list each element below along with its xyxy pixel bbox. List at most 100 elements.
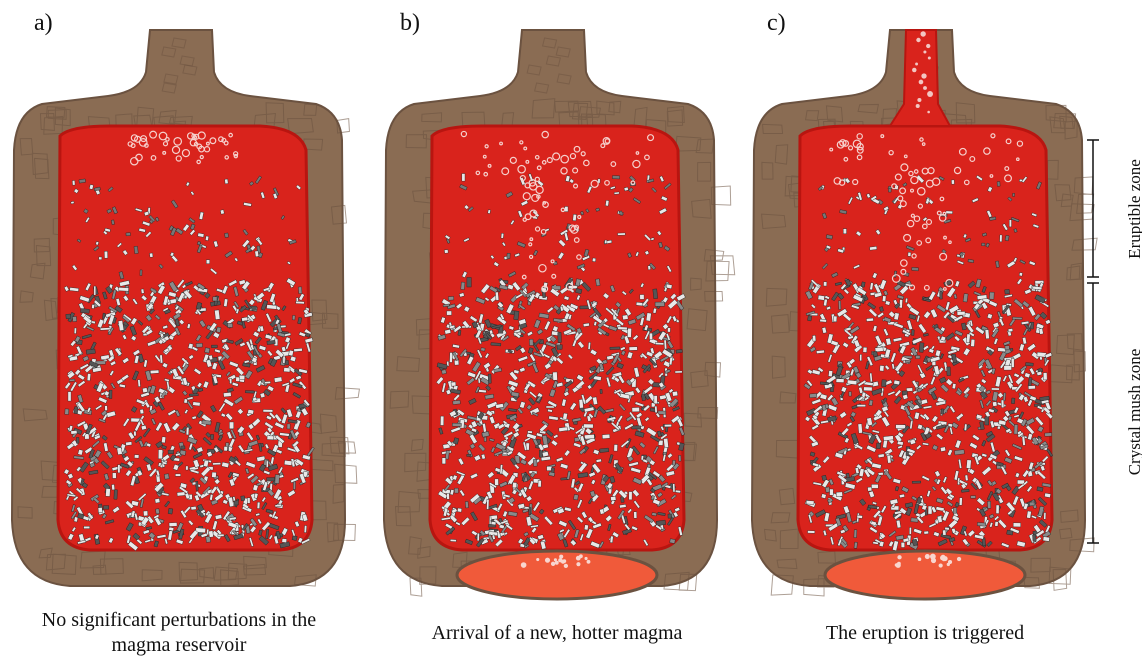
- crystal: [1005, 289, 1010, 294]
- crystal: [481, 348, 485, 352]
- crystal: [584, 434, 594, 439]
- crystal: [92, 304, 95, 308]
- crystal: [161, 437, 165, 443]
- crystal: [894, 380, 900, 385]
- crystal: [653, 289, 658, 299]
- panel-c-label: c): [767, 10, 786, 37]
- crystal: [553, 372, 558, 380]
- bubble: [948, 560, 952, 564]
- crystal: [654, 396, 657, 404]
- crystal: [592, 258, 596, 262]
- crystal: [155, 498, 160, 503]
- crystal: [163, 462, 167, 465]
- crystal: [965, 475, 968, 481]
- crystal: [141, 289, 144, 294]
- crystal: [275, 475, 280, 484]
- crystal: [991, 388, 999, 390]
- panel-a-caption-line-2: magma reservoir: [0, 633, 358, 658]
- crystal: [234, 501, 238, 505]
- crystal: [68, 392, 71, 401]
- crystal: [1019, 272, 1023, 276]
- crystal: [664, 424, 671, 427]
- crystal: [663, 438, 668, 448]
- crystal: [1037, 487, 1043, 492]
- conduit-bubble: [923, 50, 926, 53]
- crystal: [995, 521, 999, 526]
- crystal: [267, 340, 275, 344]
- crystal: [1001, 400, 1004, 408]
- crystal: [655, 342, 663, 345]
- bubble: [545, 558, 550, 563]
- crystal: [1013, 193, 1015, 196]
- crystal: [888, 189, 891, 192]
- crystal: [293, 482, 295, 490]
- crystal: [818, 295, 825, 300]
- crystal: [87, 373, 91, 380]
- crystal: [924, 531, 929, 534]
- crystal: [495, 479, 499, 486]
- crystal: [488, 210, 491, 214]
- crystal: [440, 416, 443, 425]
- crystal: [209, 355, 213, 360]
- crystal: [72, 316, 76, 321]
- crystal: [858, 424, 863, 434]
- crystal: [634, 512, 637, 519]
- crystal: [673, 484, 675, 492]
- crystal: [105, 406, 108, 411]
- crystal: [989, 292, 994, 299]
- crystal: [184, 399, 188, 404]
- crystal: [134, 431, 137, 436]
- crystal: [676, 349, 682, 353]
- crystal: [529, 507, 531, 514]
- crystal: [225, 179, 229, 184]
- crystal: [245, 390, 254, 393]
- crystal: [943, 530, 947, 535]
- new-magma-pocket: [825, 551, 1025, 599]
- crystal: [672, 391, 678, 396]
- crystal: [265, 381, 271, 383]
- crystal: [1026, 362, 1034, 366]
- crystal: [266, 461, 268, 468]
- panel-a-caption: No significant perturbations in the magm…: [0, 608, 358, 658]
- crystal: [614, 192, 619, 195]
- crystal: [252, 306, 257, 311]
- conduit-bubble: [923, 86, 927, 90]
- crystal-mush-zone-label: Crystal mush zone: [1125, 322, 1142, 502]
- crystal: [1044, 493, 1050, 498]
- crystal: [241, 496, 245, 501]
- crystal: [84, 526, 90, 528]
- crystal: [94, 286, 96, 295]
- crystal: [1004, 366, 1012, 371]
- crystal: [573, 494, 578, 500]
- crystal: [610, 496, 616, 501]
- crystal: [106, 488, 111, 496]
- crystal: [882, 296, 886, 302]
- crystal: [863, 347, 867, 352]
- crystal: [996, 261, 1000, 268]
- crystal: [871, 484, 878, 488]
- crystal: [860, 354, 862, 361]
- crystal: [667, 328, 670, 332]
- crystal: [940, 291, 943, 299]
- reservoir-panel-b: [384, 30, 735, 599]
- crystal: [882, 380, 887, 387]
- crystal: [263, 409, 273, 412]
- crystal: [155, 509, 159, 514]
- crystal: [971, 496, 976, 499]
- panel-b-caption-line-1: Arrival of a new, hotter magma: [372, 621, 742, 646]
- crystal: [539, 450, 542, 457]
- crystal: [213, 297, 217, 301]
- crystal: [546, 406, 554, 408]
- crystal: [627, 328, 631, 337]
- crystal: [901, 542, 905, 547]
- crystal: [99, 257, 102, 260]
- crystal: [646, 313, 651, 322]
- bubble: [939, 564, 943, 568]
- crystal: [911, 330, 914, 336]
- crystal: [966, 334, 970, 343]
- crystal: [292, 315, 295, 320]
- bubble: [584, 557, 587, 560]
- crystal: [134, 455, 139, 459]
- crystal: [899, 300, 902, 308]
- crystal: [170, 299, 177, 304]
